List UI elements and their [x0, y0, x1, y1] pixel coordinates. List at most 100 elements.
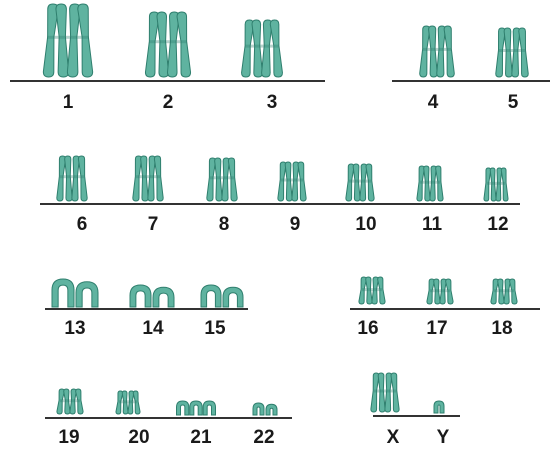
label-15: 15 — [204, 318, 226, 339]
arm-21-2 — [189, 400, 203, 416]
chromatid-2-4 — [176, 11, 192, 78]
label-18: 18 — [491, 318, 512, 339]
chromatid-12-4 — [500, 167, 509, 202]
chromatid-X-1 — [370, 372, 380, 413]
chromosome-9 — [277, 161, 307, 202]
centromere-3 — [245, 44, 279, 48]
chromatid-12-1 — [483, 167, 492, 202]
chromosome-20 — [115, 390, 141, 415]
chromosome-8 — [206, 157, 238, 202]
centromere-X — [374, 389, 396, 393]
centromere-19 — [60, 399, 80, 403]
chromatid-7-4 — [153, 155, 164, 202]
arm-14-2 — [152, 286, 175, 308]
chromatid-1-4 — [77, 3, 94, 78]
chromosome-16 — [358, 276, 386, 305]
centromere-12 — [487, 181, 505, 185]
chromosome-11 — [416, 165, 444, 202]
chromatid-16-4 — [377, 276, 386, 305]
chromatid-4-3 — [436, 25, 446, 78]
label-19: 19 — [58, 427, 79, 448]
chromatid-3-2 — [251, 19, 263, 78]
centromere-1 — [47, 35, 89, 39]
label-10: 10 — [355, 214, 376, 235]
label-12: 12 — [487, 214, 508, 235]
label-13: 13 — [64, 318, 85, 339]
chromosome-X — [370, 372, 400, 413]
chromatid-11-4 — [435, 165, 444, 202]
chromatid-7-2 — [140, 155, 149, 202]
chromosome-5 — [495, 27, 529, 78]
label-7: 7 — [148, 214, 159, 235]
chromatid-20-3 — [127, 390, 135, 415]
arm-21-1 — [176, 400, 190, 416]
chromosome-12 — [483, 167, 509, 202]
chromosome-13 — [51, 278, 99, 308]
centromere-8 — [210, 176, 234, 180]
chromatid-9-1 — [277, 161, 287, 202]
label-16: 16 — [357, 318, 378, 339]
chromosome-6 — [56, 155, 88, 202]
chromatid-10-4 — [365, 163, 375, 202]
centromere-17 — [430, 289, 450, 293]
chromosome-21 — [176, 400, 216, 416]
chromosome-22 — [252, 402, 278, 416]
chromosome-14 — [129, 284, 175, 308]
arm-15-1 — [200, 284, 222, 308]
chromosome-3 — [241, 19, 283, 78]
centromere-11 — [420, 180, 440, 184]
chromosome-2 — [144, 11, 192, 78]
chromosome-7 — [132, 155, 164, 202]
chromatid-2-1 — [144, 11, 160, 78]
centromere-4 — [423, 47, 451, 51]
chromatid-9-3 — [291, 161, 300, 202]
label-X: X — [387, 427, 400, 448]
arm-Y-1 — [433, 400, 445, 414]
label-14: 14 — [142, 318, 164, 339]
chromatid-4-4 — [443, 25, 455, 78]
centromere-6 — [60, 175, 84, 179]
arm-22-2 — [265, 403, 278, 416]
chromatid-16-1 — [358, 276, 367, 305]
chromatid-1-2 — [55, 3, 70, 78]
centromere-18 — [494, 289, 514, 293]
chromatid-1-1 — [42, 3, 59, 78]
chromatid-6-1 — [56, 155, 67, 202]
centromere-7 — [136, 175, 160, 179]
chromatid-11-3 — [429, 165, 437, 202]
chromatid-17-1 — [426, 278, 435, 305]
chromosome-18 — [490, 278, 518, 305]
chromatid-17-3 — [439, 278, 447, 305]
chromatid-5-2 — [503, 27, 513, 78]
chromosome-19 — [56, 388, 84, 415]
chromosome-set — [42, 3, 529, 416]
chromatid-3-3 — [261, 19, 273, 78]
chromatid-5-4 — [518, 27, 529, 78]
arm-13-1 — [51, 278, 75, 308]
chromatid-6-4 — [77, 155, 88, 202]
chromosome-4 — [419, 25, 455, 78]
chromatid-20-4 — [132, 390, 141, 415]
chromosome-15 — [200, 284, 244, 308]
label-11: 11 — [422, 214, 443, 235]
centromere-9 — [281, 178, 303, 182]
chromatid-3-4 — [269, 19, 283, 78]
arm-21-3 — [202, 400, 216, 416]
chromatid-3-1 — [241, 19, 255, 78]
centromere-10 — [349, 179, 371, 183]
chromatid-7-3 — [147, 155, 156, 202]
chromatid-1-3 — [66, 3, 81, 78]
arm-13-2 — [75, 281, 99, 308]
label-Y: Y — [437, 427, 450, 448]
chromatid-10-3 — [359, 163, 368, 202]
baselines — [10, 80, 550, 419]
label-1: 1 — [63, 92, 74, 113]
chromatid-10-1 — [345, 163, 355, 202]
label-5: 5 — [508, 92, 519, 113]
label-6: 6 — [77, 214, 88, 235]
chromatid-6-2 — [64, 155, 73, 202]
chromatid-18-1 — [490, 278, 499, 305]
label-22: 22 — [253, 427, 274, 448]
